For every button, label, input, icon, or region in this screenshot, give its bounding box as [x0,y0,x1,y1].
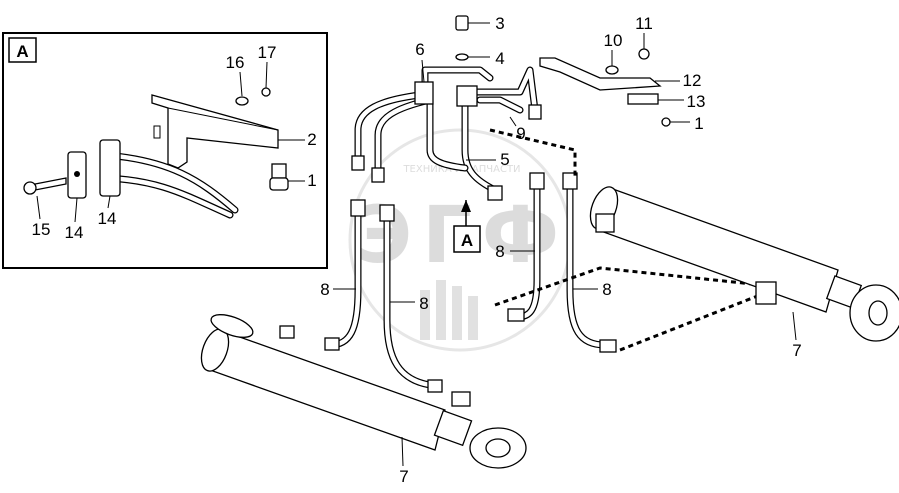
bracket-12 [539,57,662,91]
detail-callouts: 16 17 2 1 15 14 14 [32,43,317,242]
view-marker-label: A [461,231,473,250]
nut-17 [261,87,271,97]
callout-4: 4 [495,49,504,68]
callout-14-right: 14 [98,209,117,228]
callout-13: 13 [687,92,706,111]
hose-fitting [507,308,525,322]
hose-fitting [324,337,340,351]
pipe-end-fitting [371,167,385,183]
steel-pipes [351,15,542,201]
pipe-fitting-5 [487,185,503,201]
callout-12: 12 [683,71,702,90]
callout-3: 3 [495,14,504,33]
cylinder-port [755,281,777,305]
pipe-end-fitting [528,104,542,120]
pipe-end-fitting [351,155,365,171]
detail-label-box [8,37,37,63]
detail-label: A [16,42,28,61]
callout-9: 9 [516,124,525,143]
callout-17: 17 [258,43,277,62]
callout-8-right: 8 [602,280,611,299]
hydraulic-cylinder-right [589,186,899,342]
hose-fitting [599,339,617,353]
callout-8-left: 8 [320,280,329,299]
washer-16 [235,96,249,106]
detail-frame [2,32,328,269]
callout-7-left: 7 [399,467,408,486]
callout-8-center: 8 [495,242,504,261]
callout-11: 11 [635,14,653,33]
hose-fitting [562,172,578,190]
bracket-assembly [539,48,671,127]
cylinder-port [595,213,615,233]
o-ring-4 [455,53,469,61]
plate-13 [627,93,659,105]
callout-16: 16 [226,53,245,72]
clamp-half-right [99,139,121,197]
callout-14-left: 14 [65,223,84,242]
view-marker-a: A [453,200,481,253]
callout-2: 2 [307,130,316,149]
bracket-bolt [271,163,287,179]
hose-fitting [379,204,395,222]
callout-7-right: 7 [792,341,801,360]
pipe-block-3 [456,85,478,107]
nut-11 [638,48,650,60]
bolt-1-main [661,117,671,127]
hose-fitting [350,199,366,217]
cylinder-port [279,325,295,339]
main-callouts: 3 4 6 10 11 12 13 1 9 5 8 8 8 8 7 7 [320,14,801,486]
callout-15: 15 [32,220,51,239]
callout-8-mid: 8 [419,294,428,313]
detail-view-a: A 16 17 2 1 15 [2,32,328,269]
callout-5: 5 [500,150,509,169]
pipe-block-6 [414,81,434,105]
hydraulic-cylinder-left [200,314,527,469]
callout-1-main: 1 [694,114,703,133]
cylinder-port [451,391,471,407]
callout-6: 6 [415,40,424,59]
callout-1-detail: 1 [307,171,316,190]
cap-3 [455,15,469,31]
connection-lines [489,128,763,352]
hose-fitting [427,379,443,393]
callout-10: 10 [604,31,623,50]
hoses [324,172,617,393]
washer-10 [605,65,619,75]
hose-fitting [529,172,545,190]
mounting-bracket [151,94,279,169]
